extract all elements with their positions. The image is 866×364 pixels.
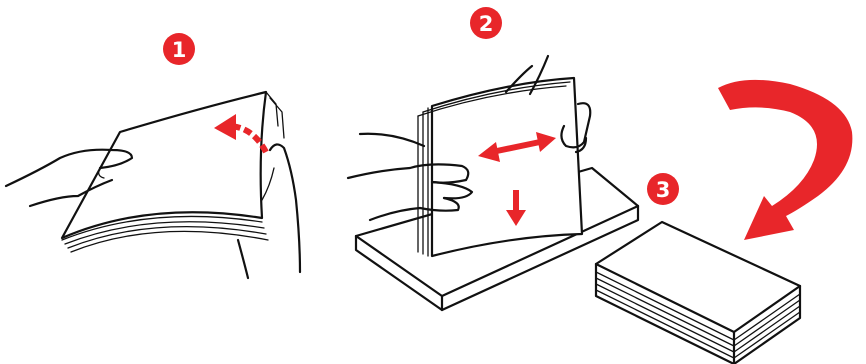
paper-stack (596, 222, 800, 364)
step-2-illustration: 2 (348, 7, 638, 310)
curved-flip-arrow-icon (718, 80, 852, 240)
step-1-number: 1 (172, 38, 187, 62)
fanned-paper-stack (62, 92, 284, 252)
step-2-badge: 2 (470, 7, 502, 39)
step-1-illustration: 1 (6, 33, 300, 278)
upright-paper-stack (418, 78, 582, 256)
step-3-badge: 3 (647, 173, 679, 205)
step-3-number: 3 (656, 178, 671, 202)
step-2-number: 2 (479, 12, 494, 36)
step-1-badge: 1 (163, 33, 195, 65)
